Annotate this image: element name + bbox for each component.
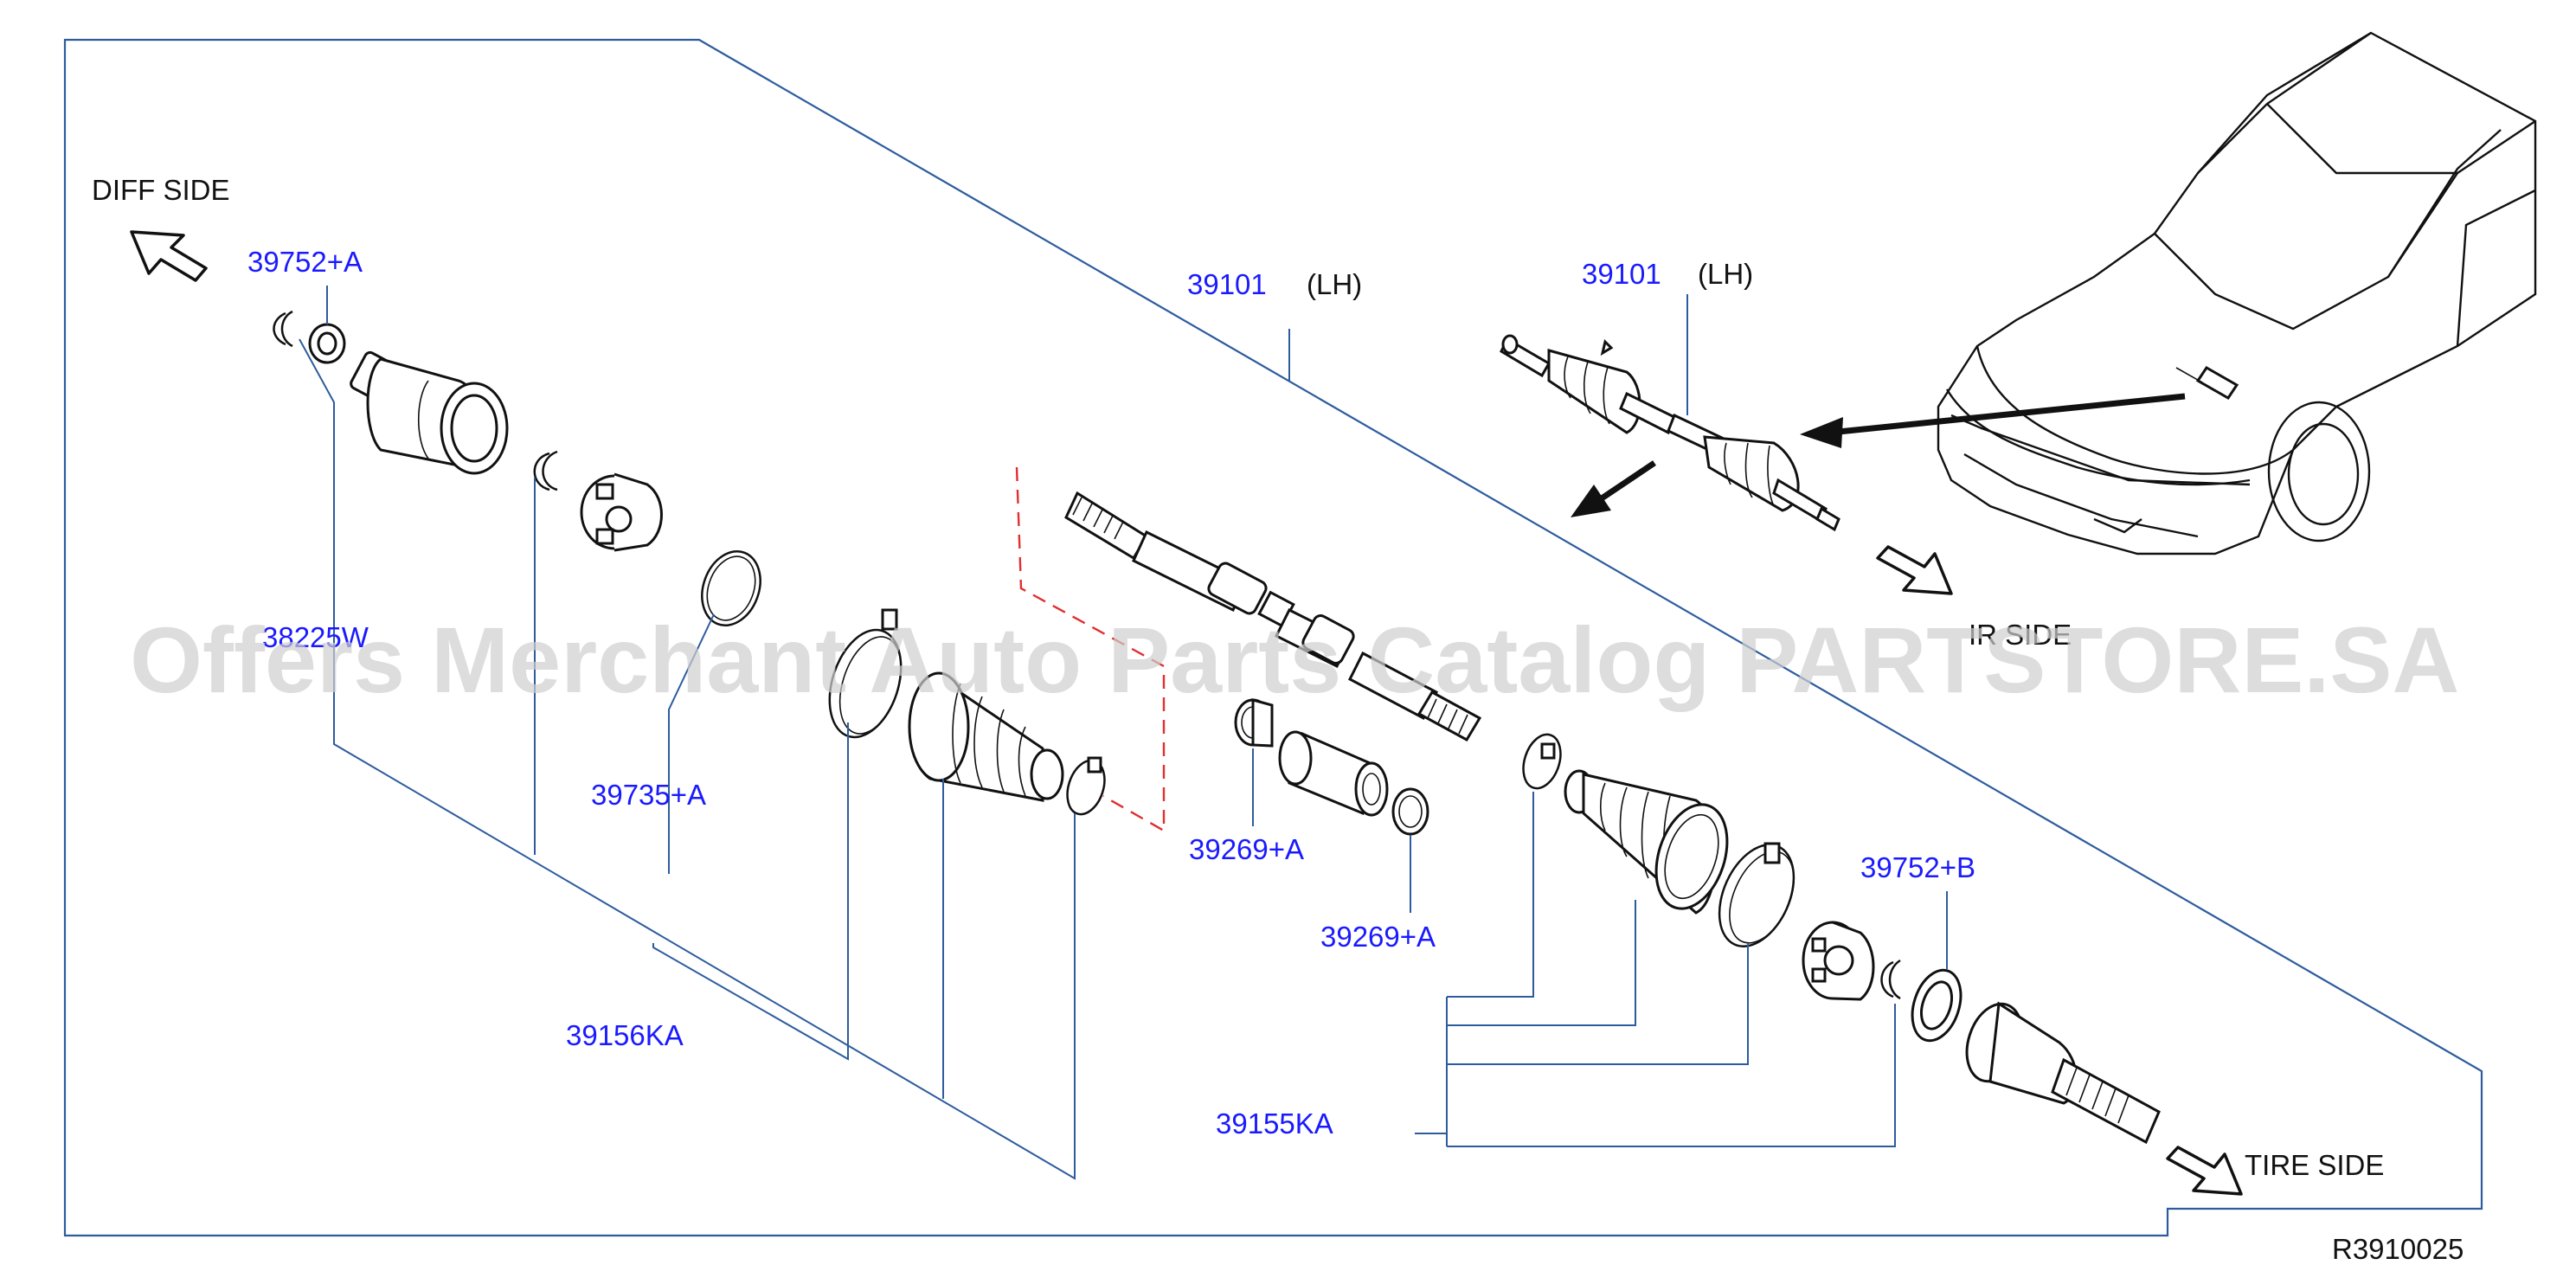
part-39269a-label-2[interactable]: 39269+A: [1320, 921, 1436, 953]
part-39155ka-label[interactable]: 39155KA: [1216, 1107, 1333, 1140]
subassembly-bracket: [1015, 466, 1166, 833]
snap-ring-39752a[interactable]: [273, 310, 293, 348]
lh-label-main: (LH): [1307, 268, 1362, 300]
part-39752a-label[interactable]: 39752+A: [247, 246, 363, 278]
boot-band-small-left[interactable]: [1061, 755, 1111, 819]
boot-band-large-right[interactable]: [1705, 833, 1808, 958]
boot-band-small-right[interactable]: [1517, 729, 1567, 793]
diagram-frame: [63, 38, 2483, 1237]
part-39752b-label[interactable]: 39752+B: [1860, 851, 1975, 883]
damper-ring-39269a-1[interactable]: [1234, 698, 1274, 748]
diff-side-arrow-icon: [130, 230, 208, 282]
lh-label-car: (LH): [1698, 258, 1753, 290]
ball-cage-assembly[interactable]: [1802, 921, 1875, 1001]
part-39735a-label[interactable]: 39735+A: [591, 779, 706, 811]
boot-right[interactable]: [1564, 769, 1739, 918]
part-39101-car-label[interactable]: 39101: [1582, 258, 1661, 290]
watermark-text: Offers Merchant Auto Parts Catalog PARTS…: [130, 607, 2459, 712]
tire-side-arrow-bottom-icon: [2166, 1146, 2243, 1196]
tire-side-arrow-car-icon: [1876, 545, 1953, 595]
snap-ring-outer[interactable]: [1880, 959, 1901, 1000]
figure-code: R3910025: [2332, 1233, 2464, 1265]
snap-ring-39735a[interactable]: [692, 543, 770, 634]
part-39156ka-label[interactable]: 39156KA: [566, 1019, 684, 1051]
tire-side-label: TIRE SIDE: [2245, 1149, 2384, 1181]
vehicle-illustration: [1937, 31, 2537, 555]
dynamic-damper[interactable]: [1278, 730, 1389, 817]
part-39101-label[interactable]: 39101: [1187, 268, 1267, 300]
pointer-arrow-from-vehicle: [1800, 393, 2186, 448]
part-39269a-label-1[interactable]: 39269+A: [1189, 833, 1304, 865]
boot-left[interactable]: [908, 671, 1064, 802]
damper-ring-39269a-2[interactable]: [1391, 787, 1429, 836]
snap-ring-inner[interactable]: [533, 450, 558, 491]
washer-39752a[interactable]: [308, 323, 346, 364]
shaft-assembly-in-vehicle[interactable]: [1500, 334, 1840, 532]
leader-lines: [299, 286, 1948, 1180]
spider-assembly[interactable]: [580, 472, 663, 552]
pointer-arrow-down-left: [1571, 460, 1656, 517]
tire-side-label-car: IR SIDE: [1969, 619, 2072, 651]
outer-joint-assembly[interactable]: [1957, 997, 2161, 1145]
drive-shaft[interactable]: [1064, 491, 1482, 742]
washer-39752b[interactable]: [1904, 964, 1969, 1047]
part-38225w-label[interactable]: 38225W: [262, 621, 369, 653]
diff-side-label: DIFF SIDE: [92, 174, 230, 206]
inner-joint-housing[interactable]: [350, 350, 509, 475]
